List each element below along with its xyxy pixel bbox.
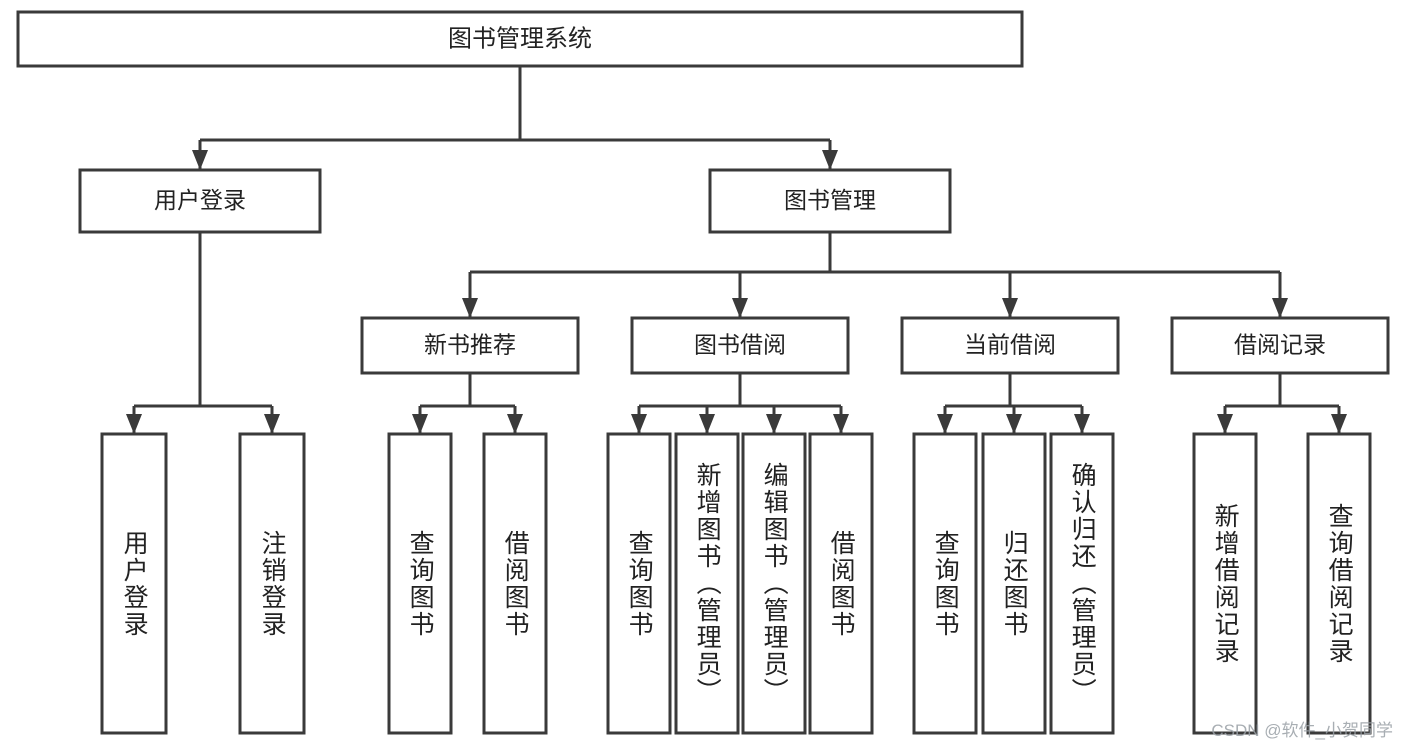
node-box-leaf-query-book-recommend[interactable] xyxy=(387,432,453,735)
node-box-leaf-query-borrow-record[interactable] xyxy=(1306,432,1372,735)
node-box-book-borrow[interactable] xyxy=(630,316,850,375)
node-box-leaf-query-book-current[interactable] xyxy=(912,432,978,735)
node-box-leaf-borrow-book[interactable] xyxy=(808,432,874,735)
node-box-book-management[interactable] xyxy=(708,168,952,234)
node-box-user-login[interactable] xyxy=(78,168,322,234)
node-label-borrow-record: 借阅记录 xyxy=(1234,332,1326,358)
node-box-leaf-add-book[interactable] xyxy=(674,432,740,735)
node-box-leaf-query-book-borrow[interactable] xyxy=(606,432,672,735)
node-box-borrow-record[interactable] xyxy=(1170,316,1390,375)
node-box-current-borrow[interactable] xyxy=(900,316,1120,375)
node-box-leaf-confirm-return[interactable] xyxy=(1049,432,1115,735)
node-label-book-borrow: 图书借阅 xyxy=(694,332,786,358)
node-label-root: 图书管理系统 xyxy=(448,25,592,52)
node-box-leaf-return-book[interactable] xyxy=(981,432,1047,735)
node-label-book-management: 图书管理 xyxy=(784,187,876,213)
node-box-leaf-edit-book[interactable] xyxy=(741,432,807,735)
connectors-layer xyxy=(126,66,1347,434)
node-box-new-book-recommend[interactable] xyxy=(360,316,580,375)
node-label-new-book-recommend: 新书推荐 xyxy=(424,332,516,358)
node-box-leaf-user-login[interactable] xyxy=(100,432,168,735)
node-box-leaf-logout-login[interactable] xyxy=(238,432,306,735)
node-label-current-borrow: 当前借阅 xyxy=(964,332,1056,358)
node-label-user-login: 用户登录 xyxy=(154,187,246,213)
node-box-leaf-add-borrow-record[interactable] xyxy=(1192,432,1258,735)
boxes-layer xyxy=(16,10,1390,735)
node-box-root[interactable] xyxy=(16,10,1024,68)
node-box-leaf-borrow-book-recommend[interactable] xyxy=(482,432,548,735)
